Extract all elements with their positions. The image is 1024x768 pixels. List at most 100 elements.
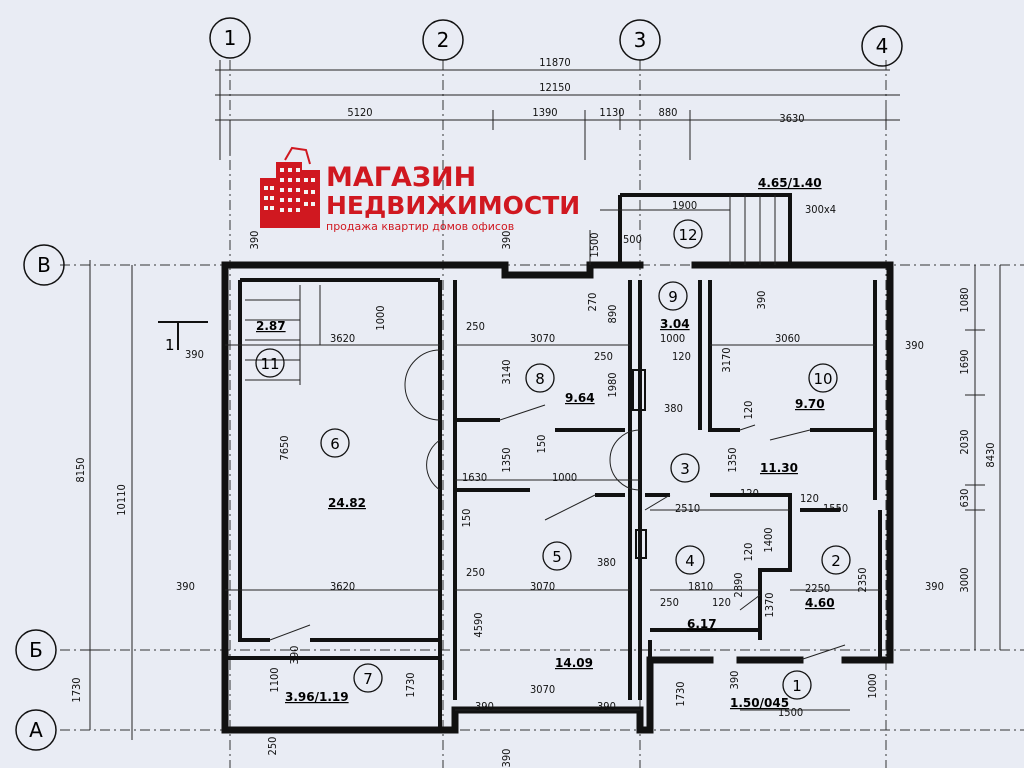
room-7-number: 7 [363, 670, 373, 688]
dim-3070c: 3070 [530, 683, 555, 696]
room-12-area: 4.65/1.40 [758, 176, 822, 190]
room-3-marker: 3 [670, 453, 700, 483]
dim-1000c: 1000 [552, 471, 577, 484]
room-4-number: 4 [685, 552, 695, 570]
dim-1350a: 1350 [500, 447, 513, 472]
room-12-marker: 12 [673, 219, 703, 249]
door-swings [269, 349, 846, 661]
dim-2510: 2510 [675, 502, 700, 515]
dim-r3000: 3000 [958, 567, 971, 592]
axis-label-a: А [29, 718, 43, 742]
dim-3620a: 3620 [330, 332, 355, 345]
dim-380a: 380 [664, 402, 683, 415]
room-2-marker: 2 [821, 545, 851, 575]
dim-top-2: 1390 [532, 106, 557, 119]
room-8-number: 8 [535, 370, 545, 388]
dim-250b: 250 [594, 350, 613, 363]
dim-390e: 390 [755, 291, 768, 310]
room-5-area: 14.09 [555, 656, 593, 670]
dim-1000b: 1000 [660, 332, 685, 345]
dim-1370: 1370 [763, 592, 776, 617]
dim-250a: 250 [466, 320, 485, 333]
dim-4590: 4590 [472, 612, 485, 637]
room-1-area: 1.50/045 [730, 696, 789, 710]
dim-top-3: 1130 [599, 106, 624, 119]
brand-title-line2: НЕДВИЖИМОСТИ [326, 191, 580, 220]
top-dimension-lines [215, 60, 900, 160]
dim-r2030: 2030 [958, 429, 971, 454]
room-2-area: 4.60 [805, 596, 835, 610]
dim-1000d: 1000 [866, 673, 879, 698]
room-5-marker: 5 [542, 541, 572, 571]
dim-150a: 150 [535, 435, 548, 454]
axis-bubble-b: Б [15, 629, 57, 671]
room-6-number: 6 [330, 435, 340, 453]
room-8-area: 9.64 [565, 391, 595, 405]
dim-390l: 390 [500, 749, 513, 768]
dim-1000a: 1000 [374, 305, 387, 330]
dim-1730a: 1730 [70, 677, 83, 702]
dim-r1080: 1080 [958, 287, 971, 312]
stair-11 [245, 285, 321, 385]
dim-top-4: 880 [659, 106, 678, 119]
dim-390k: 390 [728, 671, 741, 690]
room-6-marker: 6 [320, 428, 350, 458]
dim-390h: 390 [288, 646, 301, 665]
room-9-marker: 9 [658, 281, 688, 311]
axis-bubble-4: 4 [861, 25, 903, 67]
left-dimension-lines [80, 260, 133, 740]
dim-390g: 390 [925, 580, 944, 593]
dim-250d: 250 [660, 596, 679, 609]
dim-8150: 8150 [74, 457, 87, 482]
dim-250e: 250 [266, 737, 279, 756]
vent-blocks [632, 369, 647, 559]
building-icon [260, 146, 320, 228]
room-areas: 1.50/045 4.60 11.30 6.17 14.09 24.82 3.9… [256, 176, 835, 710]
interior-dimension-lines [225, 344, 880, 711]
axis-bubble-3: 3 [619, 19, 661, 61]
room-7-marker: 7 [353, 663, 383, 693]
room-11-area: 2.87 [256, 319, 286, 333]
dim-390a: 390 [248, 231, 261, 250]
room-5-number: 5 [552, 548, 562, 566]
dim-120f: 120 [712, 596, 731, 609]
brand-title-line1: МАГАЗИН [326, 162, 476, 193]
dim-1350b: 1350 [726, 447, 739, 472]
room-4-area: 6.17 [687, 617, 717, 631]
dim-3170: 3170 [720, 347, 733, 372]
brand-logo: МАГАЗИН НЕДВИЖИМОСТИ продажа квартир дом… [260, 146, 580, 233]
room-1-number: 1 [792, 677, 802, 695]
dim-380b: 380 [597, 556, 616, 569]
dim-3070a: 3070 [530, 332, 555, 345]
room-8-marker: 8 [525, 363, 555, 393]
dim-120d: 120 [800, 492, 819, 505]
brand-tagline: продажа квартир домов офисов [326, 220, 514, 233]
section-mark-label: 1 [165, 336, 175, 354]
interior-dimension-texts: 1900 300x4 1500 500 390 390 1000 3620 25… [176, 199, 944, 767]
right-dimension-lines [965, 265, 1001, 650]
dim-3620b: 3620 [330, 580, 355, 593]
room-3-area: 11.30 [760, 461, 798, 475]
room-1-marker: 1 [782, 670, 812, 700]
dim-500: 500 [623, 233, 642, 246]
room-7-area: 3.96/1.19 [285, 690, 349, 704]
dim-r8430: 8430 [984, 442, 997, 467]
dim-1400: 1400 [762, 527, 775, 552]
dim-270: 270 [586, 293, 599, 312]
dim-stairs: 300x4 [805, 203, 836, 216]
dim-390b: 390 [500, 231, 513, 250]
dim-2350: 2350 [856, 567, 869, 592]
dim-1100: 1100 [268, 667, 281, 692]
axis-label-4: 4 [876, 34, 889, 58]
dim-10110: 10110 [115, 484, 128, 515]
axis-bubble-1: 1 [209, 17, 251, 59]
axis-label-v: В [37, 253, 51, 277]
dim-1810: 1810 [688, 580, 713, 593]
axis-bubble-a: А [15, 709, 57, 751]
axis-label-2: 2 [437, 28, 450, 52]
dim-390d: 390 [185, 348, 204, 361]
dim-1500b: 1500 [778, 706, 803, 719]
room-2-number: 2 [831, 552, 841, 570]
dim-150b: 150 [460, 509, 473, 528]
dim-top-overall: 11870 [539, 56, 570, 69]
